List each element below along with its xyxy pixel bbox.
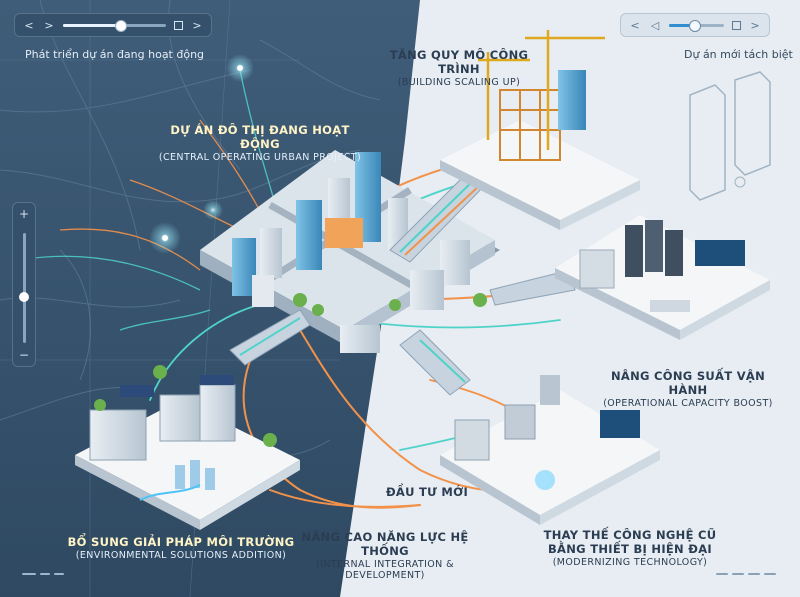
page-dot[interactable] (40, 573, 50, 575)
chevron-right-icon[interactable]: > (192, 18, 202, 32)
central-project-title: DỰ ÁN ĐÔ THỊ ĐANG HOẠT ĐỘNG (170, 123, 350, 151)
stop-icon[interactable] (732, 20, 741, 30)
chevron-right-icon[interactable]: > (750, 18, 760, 32)
right-section-title: Dự án mới tách biệt (684, 48, 793, 61)
sound-icon[interactable]: ◁ (650, 18, 660, 32)
zoom-in-icon[interactable]: + (18, 207, 30, 221)
operational-capacity-title: NÂNG CÔNG SUẤT VẬN HÀNH (610, 369, 766, 397)
page-dot[interactable] (748, 573, 760, 575)
volume-slider[interactable] (669, 19, 724, 32)
progress-slider[interactable] (63, 19, 166, 32)
chevron-left-icon[interactable]: < (24, 18, 34, 32)
environmental-label: BỔ SUNG GIẢI PHÁP MÔI TRƯỜNG (ENVIRONMEN… (66, 535, 296, 561)
modernizing-platform (440, 375, 660, 525)
pagination-dots-left[interactable] (22, 573, 64, 575)
zoom-slider[interactable]: + − (12, 202, 36, 367)
pagination-dots-right[interactable] (716, 573, 776, 575)
construction-platform (440, 30, 640, 230)
modernizing-title-line1: THAY THẾ CÔNG NGHỆ CŨ (543, 528, 717, 542)
zoom-knob[interactable] (19, 291, 29, 302)
new-investment-label: ĐẦU TƯ MỚI (372, 485, 482, 500)
building-scaling-label: TĂNG QUY MÔ CÔNG TRÌNH (BUILDING SCALING… (384, 48, 534, 88)
central-project-subtitle: (CENTRAL OPERATING URBAN PROJECT) (158, 151, 362, 163)
zoom-track[interactable] (23, 233, 26, 343)
new-project-buildings (689, 71, 771, 201)
stop-icon[interactable] (174, 20, 183, 30)
environmental-title: BỔ SUNG GIẢI PHÁP MÔI TRƯỜNG (67, 535, 295, 549)
integration-subtitle: (INTERNAL INTEGRATION & DEVELOPMENT) (316, 558, 454, 581)
chevron-right-icon[interactable]: > (44, 18, 54, 32)
media-controls-right[interactable]: < ◁ > (620, 13, 770, 37)
zoom-out-icon[interactable]: − (18, 348, 30, 362)
modernizing-title-line2: BẰNG THIẾT BỊ HIỆN ĐẠI (547, 541, 713, 556)
volume-slider-fill (669, 23, 694, 27)
central-project-label: DỰ ÁN ĐÔ THỊ ĐANG HOẠT ĐỘNG (CENTRAL OPE… (150, 123, 370, 163)
progress-slider-fill (63, 23, 120, 27)
operational-capacity-label: NÂNG CÔNG SUẤT VẬN HÀNH (OPERATIONAL CAP… (598, 369, 778, 409)
page-dot[interactable] (22, 573, 36, 575)
integration-label: NÂNG CAO NĂNG LỰC HỆ THỐNG (INTERNAL INT… (280, 530, 490, 581)
page-dot[interactable] (716, 573, 728, 575)
left-section-title: Phát triển dự án đang hoạt động (25, 48, 205, 61)
environmental-subtitle: (ENVIRONMENTAL SOLUTIONS ADDITION) (75, 549, 287, 561)
page-dot[interactable] (764, 573, 776, 575)
environment-platform (75, 365, 300, 530)
progress-slider-knob[interactable] (114, 19, 127, 32)
operations-platform (555, 215, 770, 340)
page-dot[interactable] (732, 573, 744, 575)
bridges (229, 169, 576, 396)
building-scaling-title: TĂNG QUY MÔ CÔNG TRÌNH (389, 48, 529, 76)
central-platform (195, 150, 500, 353)
modernizing-label: THAY THẾ CÔNG NGHỆ CŨ BẰNG THIẾT BỊ HIỆN… (530, 528, 730, 568)
new-investment-title: ĐẦU TƯ MỚI (385, 485, 469, 499)
page-dot[interactable] (54, 573, 64, 575)
volume-slider-knob[interactable] (688, 19, 701, 32)
building-scaling-subtitle: (BUILDING SCALING UP) (397, 76, 521, 88)
modernizing-subtitle: (MODERNIZING TECHNOLOGY) (552, 556, 708, 568)
integration-title: NÂNG CAO NĂNG LỰC HỆ THỐNG (301, 530, 469, 558)
media-controls-left[interactable]: < > > (14, 13, 212, 37)
chevron-left-icon[interactable]: < (630, 18, 640, 32)
operational-capacity-subtitle: (OPERATIONAL CAPACITY BOOST) (603, 397, 773, 409)
